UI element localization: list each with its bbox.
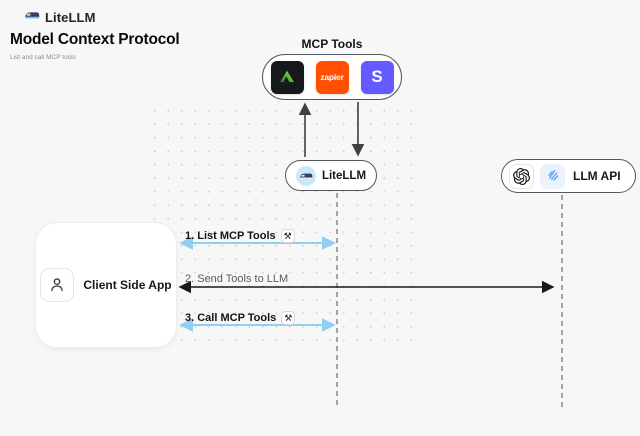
- green-triangle-tool-icon: [270, 60, 304, 94]
- flow-step-2-label: 2. Send Tools to LLM: [185, 273, 289, 285]
- openai-icon: [509, 163, 534, 189]
- litellm-node-label: LiteLLM: [321, 169, 367, 182]
- brand: LiteLLM: [24, 8, 96, 26]
- stripe-icon: S: [360, 60, 394, 94]
- train-icon: [24, 8, 40, 26]
- blue-provider-icon: [540, 163, 565, 189]
- page-title: Model Context Protocol: [10, 31, 180, 48]
- client-side-app-node: Client Side App: [35, 222, 177, 348]
- llm-api-node-label: LLM API: [573, 169, 621, 183]
- flow-step-1-label: 1. List MCP Tools: [185, 230, 276, 242]
- litellm-node: LiteLLM: [285, 160, 377, 191]
- dot-grid-background: [148, 104, 420, 346]
- brand-name: LiteLLM: [45, 9, 96, 25]
- flow-step-3: 3. Call MCP Tools ⚒: [185, 311, 296, 325]
- mcp-tools-label: MCP Tools: [301, 37, 363, 51]
- flow-step-3-label: 3. Call MCP Tools: [185, 312, 277, 324]
- page-subtitle: List and call MCP tools: [10, 54, 76, 61]
- flow-step-1: 1. List MCP Tools ⚒: [185, 229, 295, 243]
- zapier-icon: zapier: [315, 60, 349, 94]
- mcp-tools-box: zapier S: [262, 54, 402, 100]
- person-icon: [40, 268, 75, 302]
- tools-icon: ⚒: [280, 229, 295, 243]
- llm-api-node: LLM API: [501, 159, 636, 193]
- client-node-label: Client Side App: [83, 278, 172, 292]
- tools-icon: ⚒: [281, 311, 296, 325]
- litellm-train-icon: [295, 165, 316, 186]
- flow-step-2: 2. Send Tools to LLM: [185, 273, 288, 285]
